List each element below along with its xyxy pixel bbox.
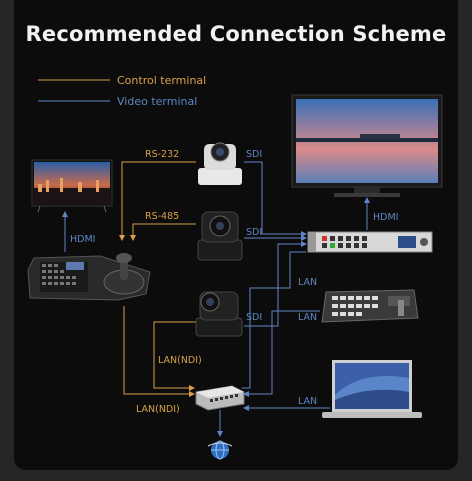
lan2-line [243, 310, 320, 397]
hdmi-right-label: HDMI [373, 212, 399, 223]
monitor-icon [291, 94, 443, 197]
tv-icon [31, 159, 113, 213]
internet-globe-icon [207, 440, 233, 460]
lan2-label: LAN [298, 312, 318, 323]
sdi2-label: SDI [246, 227, 263, 238]
laptop-icon [322, 360, 422, 418]
video-switcher-icon [307, 231, 433, 253]
rs232-label: RS-232 [145, 149, 180, 160]
ptz-camera-icon [198, 142, 242, 185]
legend-control-label: Control terminal [117, 74, 207, 87]
camera3-lan-line [153, 321, 196, 391]
rs485-label: RS-485 [145, 211, 180, 222]
rs485-line [130, 223, 196, 241]
sdi3-line [244, 241, 307, 327]
ptz-camera-icon [197, 211, 243, 261]
sdi1-label: SDI [246, 149, 263, 160]
network-switch-icon [195, 385, 245, 411]
keyboard-lan-line [123, 306, 195, 397]
hdmi-left-label: HDMI [70, 234, 96, 245]
lan1-label: LAN [298, 277, 318, 288]
rs232-line [119, 161, 196, 241]
legend-video-label: Video terminal [117, 95, 198, 108]
ptz-camera-icon [195, 291, 243, 337]
page-title: Recommended Connection Scheme [25, 22, 447, 46]
streaming-console-icon [321, 289, 419, 323]
lan-ndi-keyboard-label: LAN(NDI) [136, 404, 180, 415]
sdi3-label: SDI [246, 312, 263, 323]
lan3-label: LAN [298, 396, 318, 407]
sdi1-line [244, 161, 307, 237]
lan1-line [242, 251, 306, 389]
keyboard-controller-icon [27, 253, 151, 301]
lan-ndi-camera-label: LAN(NDI) [158, 355, 202, 366]
